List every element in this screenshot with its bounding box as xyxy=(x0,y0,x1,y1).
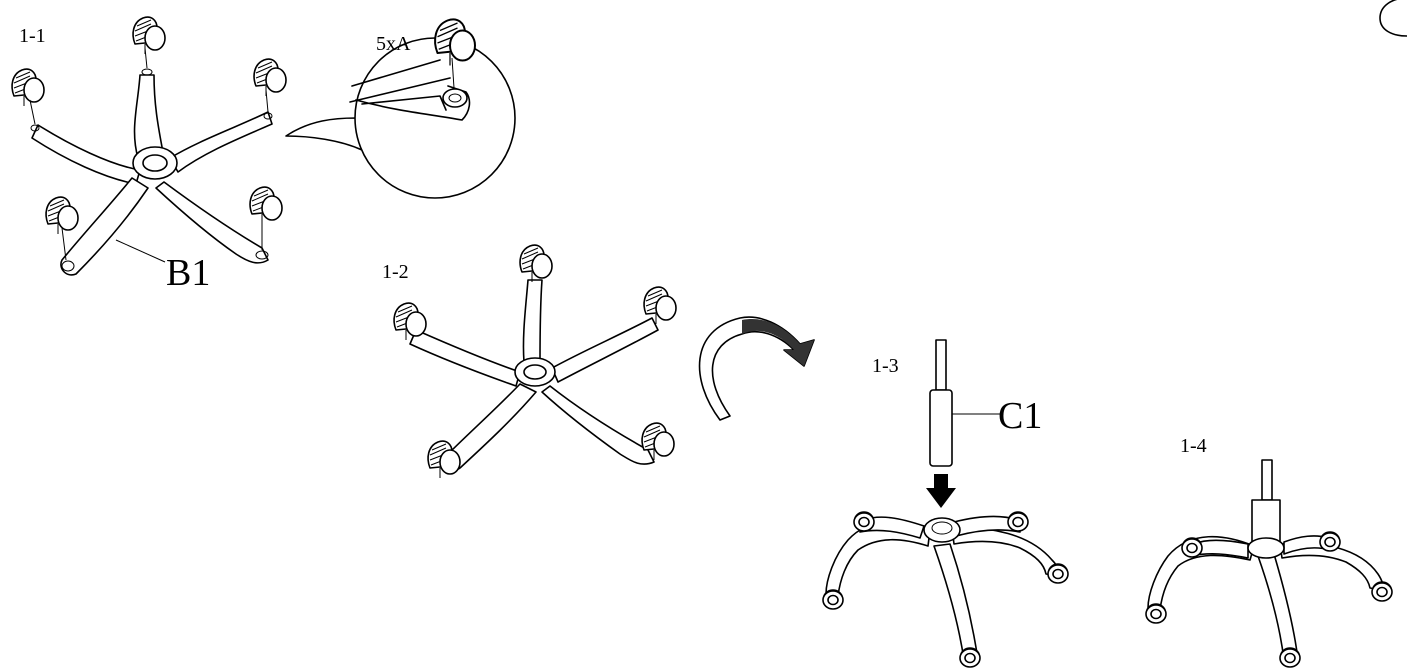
gas-lift-c1 xyxy=(929,339,1000,467)
part-label-b1: B1 xyxy=(166,252,210,294)
part-label-5xa: 5xA xyxy=(376,33,411,55)
step-label-1-2: 1-2 xyxy=(382,261,409,283)
base-b1 xyxy=(30,68,273,276)
caster-icon xyxy=(11,16,287,261)
insert-arrow xyxy=(926,474,956,508)
base-upright xyxy=(822,511,1069,668)
step-1-2: 1-2 xyxy=(382,244,815,479)
step-label-1-3: 1-3 xyxy=(872,355,899,377)
flip-arrow xyxy=(698,316,815,421)
step-1-4: 1-4 xyxy=(1145,435,1393,668)
base-with-casters xyxy=(393,244,677,479)
step-label-1-1: 1-1 xyxy=(19,25,46,47)
step-1-3: 1-3 C1 xyxy=(822,339,1069,668)
step-label-1-4: 1-4 xyxy=(1180,435,1207,457)
page-number-circle xyxy=(1379,0,1407,37)
detail-callout: 5xA xyxy=(285,18,516,199)
part-label-c1: C1 xyxy=(998,395,1042,437)
assembled-base xyxy=(1145,459,1393,668)
step-1-1: 1-1 xyxy=(11,16,516,294)
